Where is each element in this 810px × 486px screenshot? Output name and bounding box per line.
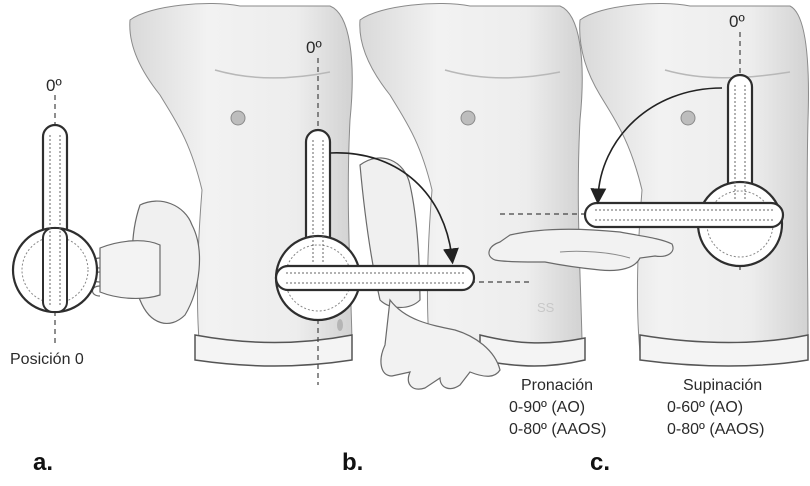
pronation-range-aaos: 0-80º (AAOS) [509, 420, 606, 440]
zero-degree-label-b: 0º [306, 38, 322, 58]
supination-range-aaos: 0-80º (AAOS) [667, 420, 764, 440]
goniometer-a [13, 125, 97, 312]
position-zero-caption: Posición 0 [10, 350, 84, 370]
supination-range-ao: 0-60º (AO) [667, 398, 743, 418]
panel-letter-a: a. [33, 449, 53, 477]
zero-degree-label-c: 0º [729, 12, 745, 32]
panel-letter-c: c. [590, 449, 610, 477]
panel-letter-b: b. [342, 449, 363, 477]
zero-degree-label-a: 0º [46, 76, 62, 96]
watermark: SS [537, 300, 554, 315]
pronation-range-ao: 0-90º (AO) [509, 398, 585, 418]
torso-c [580, 4, 809, 366]
supination-title: Supinación [683, 376, 762, 396]
pronation-title: Pronación [521, 376, 593, 396]
hand-a [91, 201, 199, 323]
